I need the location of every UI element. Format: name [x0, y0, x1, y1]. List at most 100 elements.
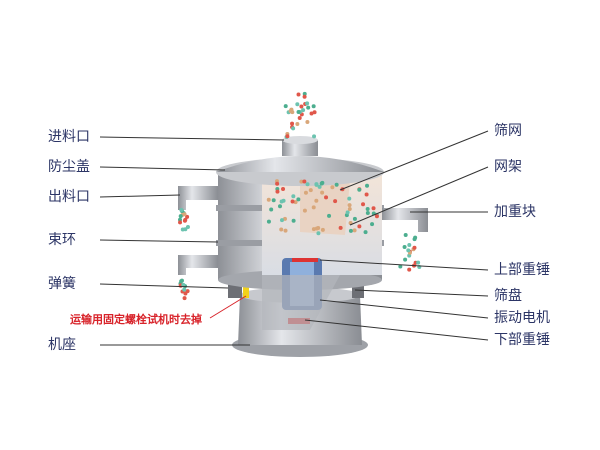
label-mesh-frame: 网架 [494, 159, 522, 175]
particle [281, 198, 286, 203]
particle [277, 204, 282, 209]
particle [338, 225, 343, 230]
particle [285, 134, 290, 139]
particle [345, 210, 350, 215]
material-particles [178, 91, 422, 301]
label-upper-weight: 上部重锤 [494, 262, 550, 278]
particle [183, 217, 188, 222]
particle [324, 195, 329, 200]
particle [182, 212, 187, 217]
particle [290, 199, 295, 204]
particle [271, 198, 276, 203]
label-base: 机座 [48, 337, 76, 353]
particle [406, 248, 411, 253]
particle [283, 104, 288, 109]
particle [363, 230, 368, 235]
particle [311, 205, 316, 210]
particle [185, 214, 190, 219]
particle [374, 214, 379, 219]
warning-transport-bolt: 运输用固定螺栓试机时去掉 [70, 313, 202, 326]
particle [348, 228, 353, 233]
particle [371, 206, 376, 211]
particle [311, 227, 316, 232]
particle [402, 245, 407, 250]
particle [178, 214, 183, 219]
particle [407, 243, 412, 248]
particle [403, 233, 408, 238]
particle [296, 92, 301, 97]
particle [308, 188, 313, 193]
particle [275, 181, 280, 186]
label-screen-mesh: 筛网 [494, 123, 522, 139]
particle [364, 192, 369, 197]
particle [416, 260, 421, 265]
outlets [178, 186, 428, 275]
particle [279, 218, 284, 223]
particle [352, 216, 357, 221]
particle [319, 181, 324, 186]
particle [296, 197, 301, 202]
particle [306, 105, 311, 110]
particle [295, 102, 300, 107]
particle [182, 287, 187, 292]
particle [305, 101, 310, 106]
dust-cover [216, 136, 384, 186]
particle [295, 122, 300, 127]
particle [279, 227, 284, 232]
particle [185, 224, 190, 229]
label-vibration-motor: 振动电机 [494, 310, 550, 326]
particle [296, 109, 301, 114]
particle [291, 126, 296, 131]
label-weight-block: 加重块 [494, 204, 536, 220]
label-dust-cover: 防尘盖 [48, 159, 90, 175]
particle [365, 183, 370, 188]
particle [290, 121, 295, 126]
label-lower-weight: 下部重锤 [494, 332, 550, 348]
particle [330, 185, 335, 190]
particle [398, 264, 403, 269]
label-feed-inlet: 进料口 [48, 129, 90, 145]
particle [311, 104, 316, 109]
particle [352, 228, 357, 233]
particle [293, 200, 298, 205]
particle [178, 220, 183, 225]
particle [297, 116, 302, 121]
particle [361, 202, 366, 207]
particle [314, 182, 319, 187]
particle [312, 110, 317, 115]
particle [317, 184, 322, 189]
particle [291, 218, 296, 223]
particle [291, 194, 296, 199]
particle [357, 187, 362, 192]
particle [347, 207, 352, 212]
particle [312, 134, 317, 139]
particle [182, 296, 187, 301]
particle [283, 228, 288, 233]
particle [327, 213, 332, 218]
particle [299, 104, 304, 109]
particle [266, 219, 271, 224]
label-spring: 弹簧 [48, 276, 76, 292]
particle [275, 189, 280, 194]
particle [281, 187, 286, 192]
particle [309, 111, 314, 116]
particle [179, 208, 184, 213]
label-discharge-outlet: 出料口 [48, 189, 90, 205]
sieve-body [216, 160, 384, 330]
particle [302, 179, 307, 184]
particle [303, 190, 308, 195]
particle [347, 203, 352, 208]
particle [333, 199, 338, 204]
particle [299, 179, 304, 184]
particle [413, 235, 418, 240]
particle [314, 198, 319, 203]
particle [269, 207, 274, 212]
particle [181, 282, 186, 287]
particle [183, 291, 188, 296]
label-sieve-tray: 筛盘 [494, 288, 522, 304]
particle [305, 182, 310, 187]
particle [266, 197, 271, 202]
particle [320, 227, 325, 232]
particle [370, 222, 375, 227]
particle [302, 91, 307, 96]
